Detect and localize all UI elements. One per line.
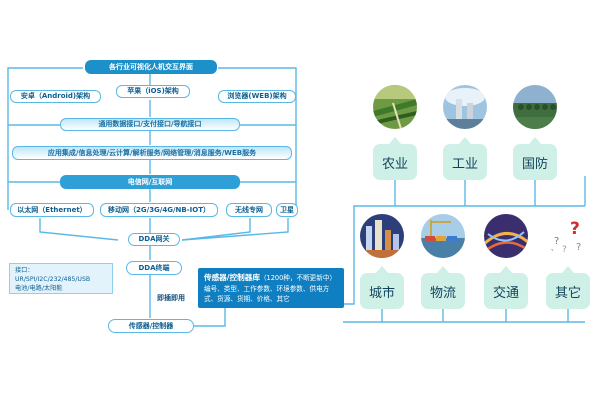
industry-icon-other: ? ? ? ? ?	[546, 214, 590, 258]
interfaces-box: 通用数据接口/支付接口/导航接口	[60, 118, 240, 131]
interface-note-title: 接口：	[15, 267, 34, 274]
access-ethernet: 以太网（Ethernet）	[10, 203, 94, 217]
sensor-library-box: 传感器/控制器库（1200种，不断更新中） 编号、类型、工作参数、环境参数、供电…	[198, 268, 344, 308]
library-body: 编号、类型、工作参数、环境参数、供电方式、货源、货期、价格、其它	[204, 284, 330, 303]
access-private-wireless: 无线专网	[226, 203, 272, 217]
library-count: （1200种，不断更新中）	[259, 274, 337, 282]
industry-label-defense: 国防	[513, 137, 557, 180]
svg-text:?: ?	[550, 248, 554, 256]
network-box: 电信网/互联网	[60, 175, 240, 189]
services-box: 应用集成/信息处理/云计算/解析服务/网络管理/消息服务/WEB服务	[12, 146, 292, 160]
sensor-box: 传感器/控制器	[108, 319, 194, 333]
industry-photo-industry	[443, 85, 487, 129]
top-title-box: 各行业可视化人机交互界面	[85, 60, 217, 74]
industry-label-transport: 交通	[484, 266, 528, 309]
plug-and-play-label: 即插即用	[157, 294, 185, 302]
access-mobile: 移动网（2G/3G/4G/NB-IOT）	[100, 203, 218, 217]
industry-photo-city	[360, 214, 404, 258]
svg-text:?: ?	[554, 236, 559, 247]
gateway-box: DDA网关	[128, 233, 180, 246]
platform-android: 安卓（Android)架构	[10, 90, 101, 103]
industry-label-other: 其它	[546, 266, 590, 309]
interface-note-power: 电池/电路/太阳能	[15, 284, 63, 292]
industry-photo-defense	[513, 85, 557, 129]
industry-photo-logistics	[421, 214, 465, 258]
svg-text:?: ?	[570, 219, 580, 239]
industry-photo-transport	[484, 214, 528, 258]
svg-text:?: ?	[562, 245, 567, 255]
industry-label-agriculture: 农业	[373, 137, 417, 180]
industry-label-city: 城市	[360, 266, 404, 309]
access-satellite: 卫星	[276, 203, 298, 217]
library-title: 传感器/控制器库	[204, 273, 260, 282]
interface-note-protocols: UR/SPI/I2C/232/485/USB	[15, 275, 91, 283]
industry-label-logistics: 物流	[421, 266, 465, 309]
platform-web: 浏览器(WEB)架构	[218, 90, 296, 103]
terminal-box: DDA终端	[126, 261, 182, 275]
industry-label-industry: 工业	[443, 137, 487, 180]
platform-ios: 苹果（iOS)架构	[116, 85, 190, 98]
interface-note: 接口： UR/SPI/I2C/232/485/USB 电池/电路/太阳能	[9, 263, 113, 294]
industry-photo-agriculture	[373, 85, 417, 129]
svg-text:?: ?	[576, 242, 581, 253]
